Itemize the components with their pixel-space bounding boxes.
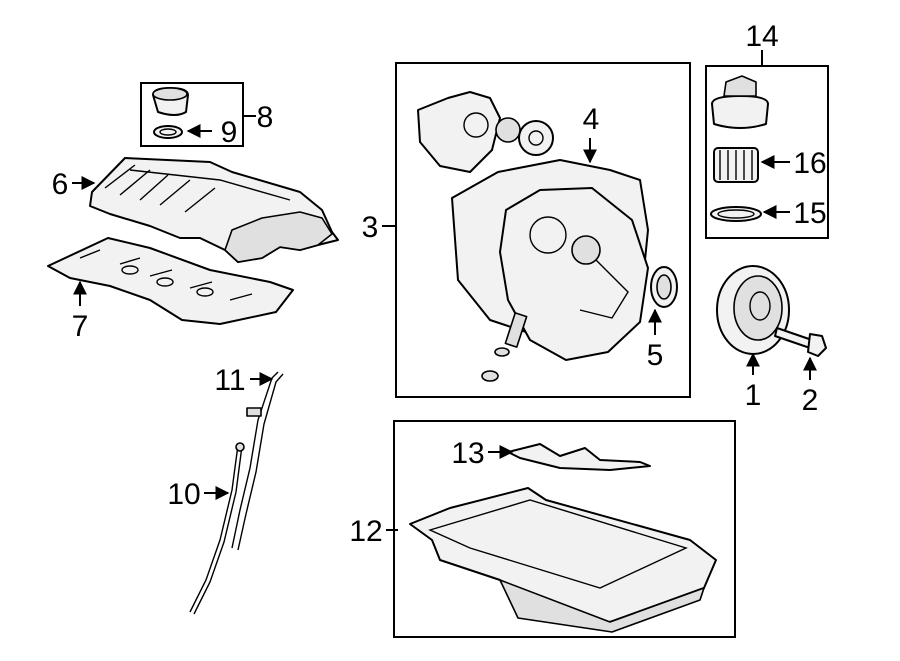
callout-6: 6 — [52, 168, 69, 201]
callout-11: 11 — [214, 364, 245, 397]
callout-3: 3 — [362, 211, 379, 244]
oil-pan — [409, 487, 717, 633]
box-timing-cover-group — [395, 62, 691, 398]
oil-cap-seal — [153, 125, 183, 139]
callout-5: 5 — [647, 339, 664, 372]
valve-cover — [89, 157, 339, 263]
oil-pan-baffle — [507, 443, 651, 471]
oil-filter-element — [713, 147, 759, 183]
box-oil-cap-group — [140, 82, 244, 147]
oil-filter-seal — [710, 206, 762, 222]
valve-cover-gasket — [47, 237, 294, 325]
callout-8: 8 — [257, 101, 274, 134]
callout-13: 13 — [451, 437, 484, 470]
crankshaft-seal — [650, 266, 678, 308]
crankshaft-pulley — [716, 265, 790, 355]
timing-cover — [499, 187, 649, 361]
camshaft-sprocket — [495, 117, 554, 156]
pulley-bolt — [774, 327, 827, 357]
callout-15: 15 — [793, 197, 826, 230]
box-oil-filter-group — [705, 65, 829, 239]
dipstick — [189, 442, 245, 615]
callout-14: 14 — [745, 20, 778, 53]
callout-7: 7 — [72, 310, 89, 343]
callout-4: 4 — [583, 103, 600, 136]
callout-10: 10 — [167, 478, 200, 511]
callout-2: 2 — [802, 384, 819, 417]
callout-1: 1 — [745, 379, 762, 412]
timing-cover-upper — [417, 91, 501, 173]
oil-filler-cap — [152, 87, 189, 116]
oil-filter-cap — [711, 75, 769, 129]
oil-pump-pickup — [481, 312, 528, 382]
callout-12: 12 — [349, 515, 382, 548]
callout-9: 9 — [221, 116, 238, 149]
callout-16: 16 — [793, 147, 826, 180]
